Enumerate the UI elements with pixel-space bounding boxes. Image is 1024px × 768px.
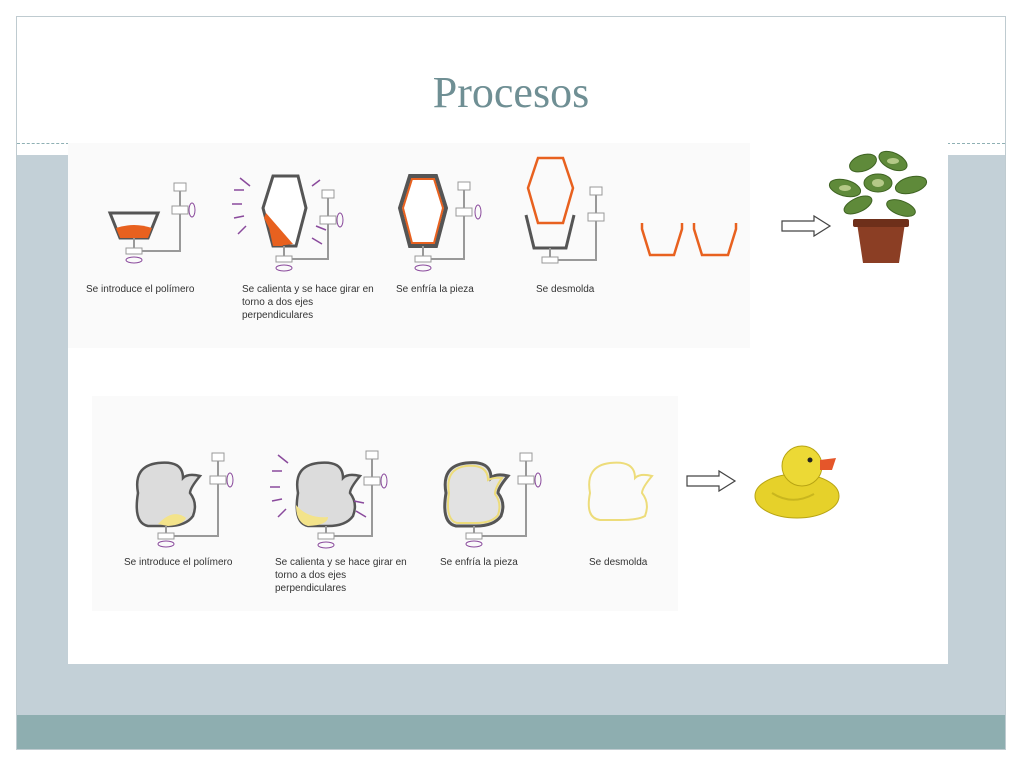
step-heat-rotate-duck	[270, 450, 388, 549]
step-introduce-polymer-duck	[135, 452, 234, 548]
caption-duck-step-1: Se introduce el polímero	[124, 557, 233, 568]
step-demold-pot	[524, 156, 605, 264]
caption-pot-step-4: Se desmolda	[536, 284, 595, 295]
step-heat-rotate-pot	[232, 174, 344, 272]
content-panel: Se introduce el polímero Se calienta y s…	[68, 143, 948, 664]
caption-duck-step-4: Se desmolda	[589, 557, 648, 568]
title-divider-right	[947, 143, 1005, 144]
step-demold-duck	[587, 461, 654, 521]
caption-duck-step-2: Se calienta y se hace girar en torno a d…	[275, 557, 407, 594]
step-introduce-polymer-pot	[107, 182, 196, 264]
demolded-pots-icon	[640, 223, 738, 257]
caption-pot-step-3: Se enfría la pieza	[396, 284, 474, 295]
slide-header: Procesos	[17, 17, 1005, 155]
slide-title: Procesos	[432, 68, 590, 117]
potted-plant-icon	[828, 150, 928, 263]
result-arrow-icon	[781, 214, 832, 238]
title-divider-left	[17, 143, 69, 144]
caption-duck-step-3: Se enfría la pieza	[440, 557, 518, 568]
step-cool-pot	[397, 174, 482, 272]
caption-pot-step-2: Se calienta y se hace girar en torno a d…	[242, 284, 374, 321]
result-arrow-icon	[686, 469, 737, 493]
step-cool-duck	[443, 452, 542, 548]
caption-pot-step-1: Se introduce el polímero	[86, 284, 195, 295]
footer-bar	[17, 715, 1005, 749]
rubber-duck-icon	[754, 445, 840, 519]
